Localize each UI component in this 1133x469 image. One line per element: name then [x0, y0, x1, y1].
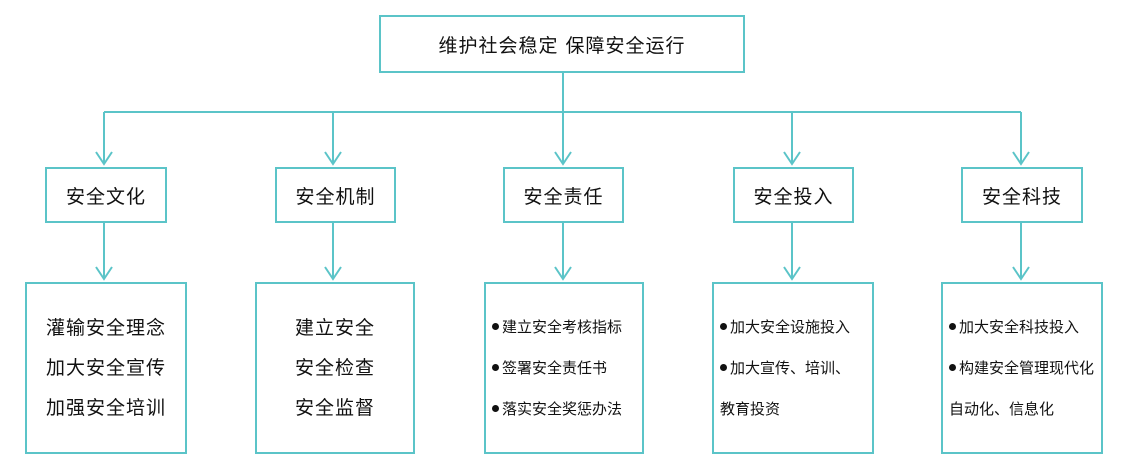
- category-node-culture: 安全文化: [45, 167, 167, 223]
- detail-item: 安全检查: [294, 357, 375, 379]
- arrow-head-icon: [95, 151, 113, 166]
- detail-item: 加大安全设施投入: [720, 307, 850, 348]
- category-node-responsibility: 安全责任: [503, 167, 624, 223]
- category-node-technology: 安全科技: [961, 167, 1083, 223]
- detail-item: 教育投资: [720, 399, 781, 418]
- arrow-head-icon: [783, 266, 801, 281]
- arrow-head-icon: [95, 266, 113, 281]
- category-label: 安全科技: [981, 185, 1062, 208]
- bullet-icon: [949, 363, 956, 371]
- bullet-icon: [720, 363, 727, 371]
- detail-box-responsibility: 建立安全考核指标 签署安全责任书 落实安全奖惩办法: [484, 282, 644, 454]
- detail-box-investment: 加大安全设施投入 加大宣传、培训、 教育投资: [712, 282, 874, 454]
- detail-box-mechanism: 建立安全 安全检查 安全监督: [255, 282, 415, 454]
- detail-item: 加大安全科技投入: [949, 307, 1079, 348]
- arrow-head-icon: [1012, 266, 1030, 281]
- bullet-icon: [492, 363, 499, 371]
- arrow-head-icon: [554, 151, 572, 166]
- arrow-head-icon: [324, 151, 342, 166]
- detail-item: 加大宣传、培训、: [720, 348, 850, 389]
- arrow-head-icon: [324, 266, 342, 281]
- bullet-icon: [492, 404, 499, 412]
- category-node-investment: 安全投入: [733, 167, 854, 223]
- category-node-mechanism: 安全机制: [275, 167, 396, 223]
- detail-item: 自动化、信息化: [949, 399, 1055, 418]
- detail-item: 加大安全宣传: [45, 357, 166, 379]
- detail-item: 安全监督: [294, 397, 375, 419]
- category-label: 安全责任: [523, 185, 604, 208]
- arrow-head-icon: [1012, 151, 1030, 166]
- arrow-head-icon: [554, 266, 572, 281]
- category-label: 安全文化: [65, 185, 146, 208]
- detail-item: 落实安全奖惩办法: [492, 389, 622, 430]
- bullet-icon: [492, 322, 499, 330]
- detail-item: 灌输安全理念: [45, 317, 166, 339]
- detail-box-culture: 灌输安全理念 加大安全宣传 加强安全培训: [25, 282, 187, 454]
- detail-item: 建立安全考核指标: [492, 307, 622, 348]
- detail-item: 建立安全: [294, 317, 375, 339]
- detail-box-technology: 加大安全科技投入 构建安全管理现代化 自动化、信息化: [941, 282, 1103, 454]
- bullet-icon: [949, 322, 956, 330]
- category-label: 安全投入: [753, 185, 834, 208]
- root-label: 维护社会稳定 保障安全运行: [438, 34, 686, 57]
- detail-item: 加强安全培训: [45, 397, 166, 419]
- category-label: 安全机制: [295, 185, 376, 208]
- root-node: 维护社会稳定 保障安全运行: [379, 15, 745, 73]
- arrow-head-icon: [783, 151, 801, 166]
- detail-item: 构建安全管理现代化: [949, 348, 1094, 389]
- detail-item: 签署安全责任书: [492, 348, 607, 389]
- bullet-icon: [720, 322, 727, 330]
